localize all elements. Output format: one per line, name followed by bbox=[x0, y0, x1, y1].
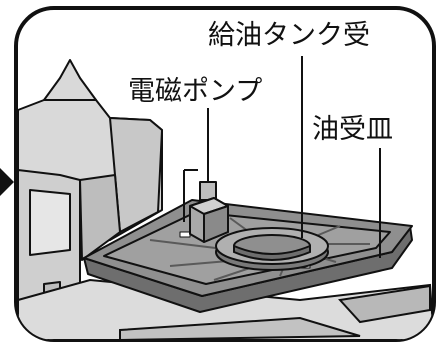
base-floor bbox=[17, 278, 434, 340]
label-pump: 電磁ポンプ bbox=[128, 76, 263, 107]
leader-lines bbox=[207, 56, 381, 258]
label-tank-receiver: 給油タンク受 bbox=[208, 20, 370, 51]
electromagnetic-pump bbox=[183, 112, 229, 243]
pointer-arrow-icon bbox=[0, 168, 14, 196]
tank-receiver bbox=[215, 227, 329, 271]
heater-body bbox=[17, 59, 163, 311]
label-oil-pan: 油受皿 bbox=[312, 114, 393, 145]
